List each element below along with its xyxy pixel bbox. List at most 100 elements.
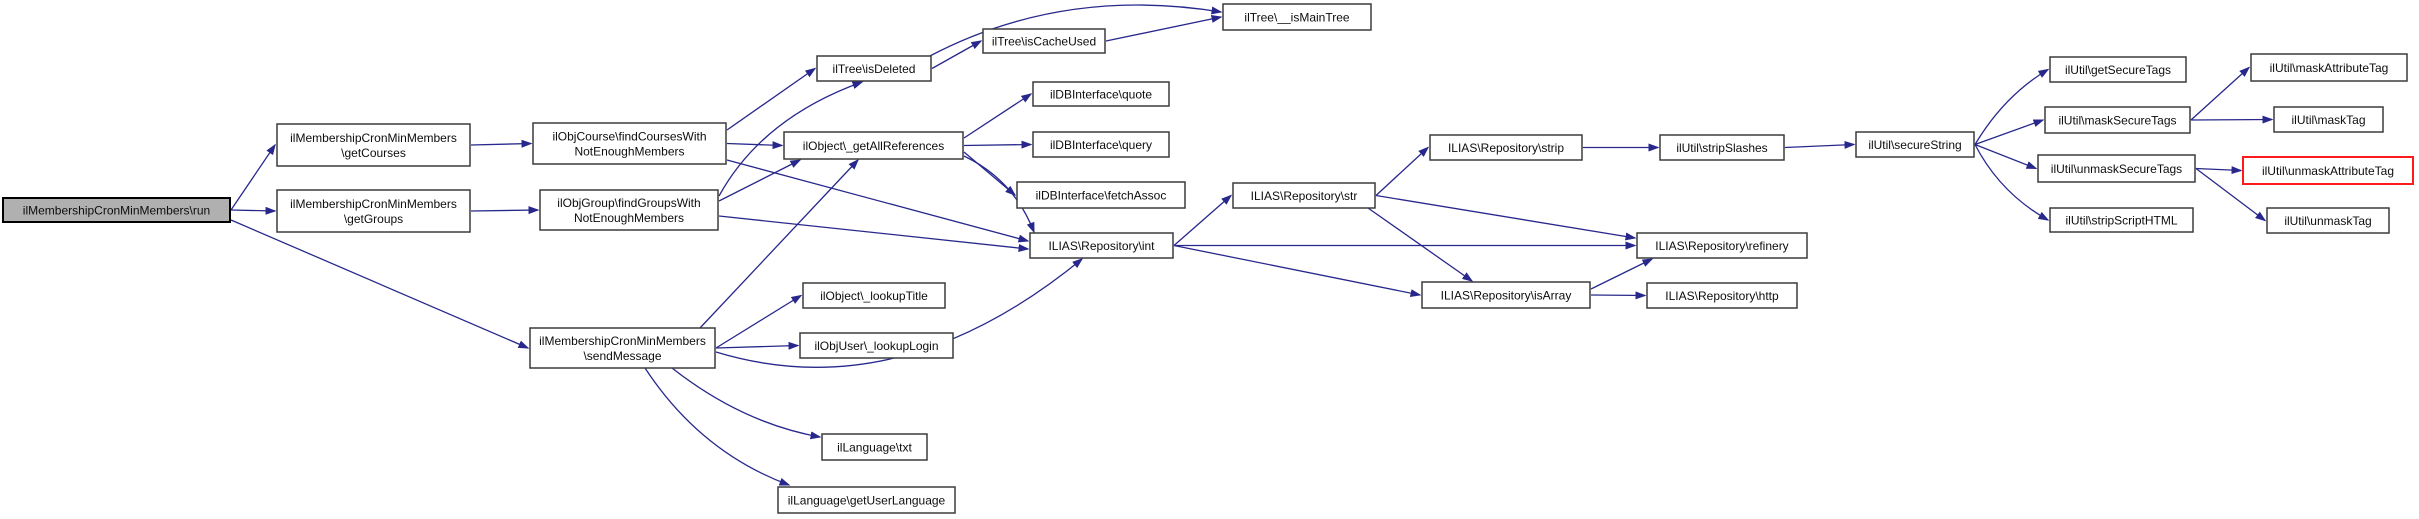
edge-str-to-isArray — [1367, 207, 1474, 282]
graph-node-label: ILIAS\Repository\isArray — [1441, 289, 1572, 303]
edge-sendMessage-to-lookupTitle — [715, 294, 803, 349]
edge-int-to-str — [1173, 194, 1233, 246]
edge-findGroups-to-int — [718, 215, 1030, 252]
graph-node-isCacheUsed[interactable]: ilTree\isCacheUsed — [982, 28, 1106, 54]
edge-int-to-isArray — [1173, 244, 1422, 298]
graph-node-stripScriptHTML[interactable]: ilUtil\stripScriptHTML — [2049, 207, 2194, 233]
edge-getCourses-to-findCourses — [470, 139, 533, 148]
graph-node-getGroups[interactable]: ilMembershipCronMinMembers\getGroups — [276, 189, 471, 233]
graph-node-lookupLogin[interactable]: ilObjUser\_lookupLogin — [799, 332, 954, 359]
graph-node-getSecureTags[interactable]: ilUtil\getSecureTags — [2049, 56, 2187, 83]
graph-node-getCourses[interactable]: ilMembershipCronMinMembers\getCourses — [276, 123, 471, 167]
graph-node-label: ilMembershipCronMinMembers\sendMessage — [539, 334, 706, 363]
graph-node-label: ilDBInterface\fetchAssoc — [1036, 189, 1167, 203]
graph-node-getUserLanguage[interactable]: ilLanguage\getUserLanguage — [777, 486, 956, 514]
graph-node-label: ilUtil\unmaskSecureTags — [2051, 162, 2182, 176]
graph-node-label: ilUtil\stripSlashes — [1676, 141, 1767, 155]
graph-node-refinery[interactable]: ILIAS\Repository\refinery — [1636, 232, 1808, 259]
edge-isDeleted-to-isMainTree — [927, 4, 1223, 58]
graph-node-label: ILIAS\Repository\http — [1665, 289, 1779, 303]
edge-isDeleted-to-isCacheUsed — [931, 40, 983, 70]
edge-stripSlashes-to-secureString — [1784, 140, 1856, 149]
edge-maskSecureTags-to-maskTag — [2190, 115, 2274, 124]
graph-node-label: ILIAS\Repository\str — [1251, 189, 1358, 203]
graph-node-sendMessage[interactable]: ilMembershipCronMinMembers\sendMessage — [529, 327, 716, 369]
graph-node-label: ILIAS\Repository\refinery — [1655, 239, 1788, 253]
edge-sendMessage-to-getAllReferences — [699, 158, 860, 329]
graph-node-label: ilObject\_getAllReferences — [803, 139, 944, 153]
graph-node-label: ilDBInterface\quote — [1050, 88, 1152, 102]
graph-node-label: ilObjUser\_lookupLogin — [814, 339, 938, 353]
graph-node-secureString[interactable]: ilUtil\secureString — [1855, 131, 1975, 158]
edge-secureString-to-getSecureTags — [1974, 68, 2050, 145]
graph-node-strip[interactable]: ILIAS\Repository\strip — [1429, 134, 1583, 161]
edge-run-to-sendMessage — [230, 219, 530, 349]
graph-node-label: ilUtil\secureString — [1868, 138, 1961, 152]
graph-node-label: ilUtil\maskTag — [2291, 113, 2365, 127]
edge-getAllReferences-to-query — [963, 140, 1033, 149]
edge-findCourses-to-isDeleted — [726, 67, 817, 131]
edge-findGroups-to-isDeleted — [718, 81, 864, 197]
graph-node-label: ilLanguage\getUserLanguage — [788, 494, 946, 508]
graph-node-int[interactable]: ILIAS\Repository\int — [1029, 232, 1174, 259]
graph-node-label: ilLanguage\txt — [837, 441, 912, 455]
graph-node-label: ILIAS\Repository\int — [1048, 239, 1155, 253]
edge-isArray-to-http — [1590, 291, 1647, 300]
graph-node-maskTag[interactable]: ilUtil\maskTag — [2273, 106, 2384, 133]
edge-findCourses-to-getAllReferences — [726, 141, 784, 150]
graph-node-maskSecureTags[interactable]: ilUtil\maskSecureTags — [2044, 106, 2191, 134]
graph-node-unmaskAttributeTag[interactable]: ilUtil\unmaskAttributeTag — [2242, 156, 2414, 185]
graph-node-isArray[interactable]: ILIAS\Repository\isArray — [1421, 281, 1591, 309]
graph-node-run: ilMembershipCronMinMembers\run — [2, 197, 231, 223]
graph-node-isDeleted[interactable]: ilTree\isDeleted — [816, 55, 932, 82]
graph-node-label: ilTree\__isMainTree — [1244, 11, 1349, 25]
graph-node-label: ilUtil\unmaskAttributeTag — [2262, 164, 2394, 178]
graph-node-label: ilMembershipCronMinMembers\getCourses — [290, 131, 457, 160]
edge-sendMessage-to-lookupLogin — [715, 341, 800, 350]
edge-sendMessage-to-txt — [671, 367, 822, 440]
edge-unmaskSecureTags-to-unmaskTag — [2195, 167, 2267, 222]
graph-node-label: ilTree\isCacheUsed — [992, 35, 1096, 49]
graph-node-fetchAssoc[interactable]: ilDBInterface\fetchAssoc — [1016, 181, 1186, 209]
graph-node-label: ilDBInterface\query — [1050, 138, 1152, 152]
graph-node-maskAttributeTag[interactable]: ilUtil\maskAttributeTag — [2250, 53, 2408, 82]
graph-node-unmaskSecureTags[interactable]: ilUtil\unmaskSecureTags — [2037, 154, 2196, 183]
edge-run-to-getCourses — [230, 143, 276, 211]
graph-node-label: ilObject\_lookupTitle — [820, 289, 928, 303]
edge-str-to-strip — [1375, 146, 1430, 196]
graph-node-stripSlashes[interactable]: ilUtil\stripSlashes — [1659, 134, 1785, 161]
graph-node-label: ilTree\isDeleted — [833, 62, 916, 76]
graph-node-isMainTree[interactable]: ilTree\__isMainTree — [1222, 3, 1372, 31]
graph-node-lookupTitle[interactable]: ilObject\_lookupTitle — [802, 282, 946, 309]
graph-node-txt[interactable]: ilLanguage\txt — [821, 433, 928, 461]
edge-unmaskSecureTags-to-unmaskAttributeTag — [2195, 166, 2243, 175]
graph-node-quote[interactable]: ilDBInterface\quote — [1032, 81, 1170, 107]
graph-node-label: ilUtil\stripScriptHTML — [2065, 214, 2177, 228]
edge-getGroups-to-findGroups — [470, 206, 540, 215]
edge-sendMessage-to-getUserLanguage — [644, 367, 791, 486]
graph-node-getAllReferences[interactable]: ilObject\_getAllReferences — [783, 131, 964, 160]
graph-node-label: ilMembershipCronMinMembers\run — [23, 204, 210, 218]
edge-isArray-to-refinery — [1590, 258, 1654, 290]
graph-node-query[interactable]: ilDBInterface\query — [1032, 131, 1170, 158]
graph-node-unmaskTag[interactable]: ilUtil\unmaskTag — [2266, 207, 2390, 234]
graph-node-http[interactable]: ILIAS\Repository\http — [1646, 282, 1798, 309]
edge-findGroups-to-getAllReferences — [718, 159, 802, 202]
edge-findCourses-to-int — [726, 159, 1030, 243]
graph-node-label: ilUtil\getSecureTags — [2065, 63, 2171, 77]
edge-maskSecureTags-to-maskAttributeTag — [2190, 66, 2251, 121]
edge-secureString-to-stripScriptHTML — [1974, 144, 2050, 221]
edge-secureString-to-maskSecureTags — [1974, 119, 2045, 146]
edge-run-to-getGroups — [230, 206, 277, 215]
edge-isCacheUsed-to-isMainTree — [1105, 15, 1223, 42]
graph-node-label: ilMembershipCronMinMembers\getGroups — [290, 197, 457, 226]
edge-getAllReferences-to-quote — [963, 93, 1033, 139]
graph-node-str[interactable]: ILIAS\Repository\str — [1232, 182, 1376, 209]
graph-node-label: ILIAS\Repository\strip — [1448, 141, 1564, 155]
graph-node-label: ilUtil\maskAttributeTag — [2270, 61, 2389, 75]
